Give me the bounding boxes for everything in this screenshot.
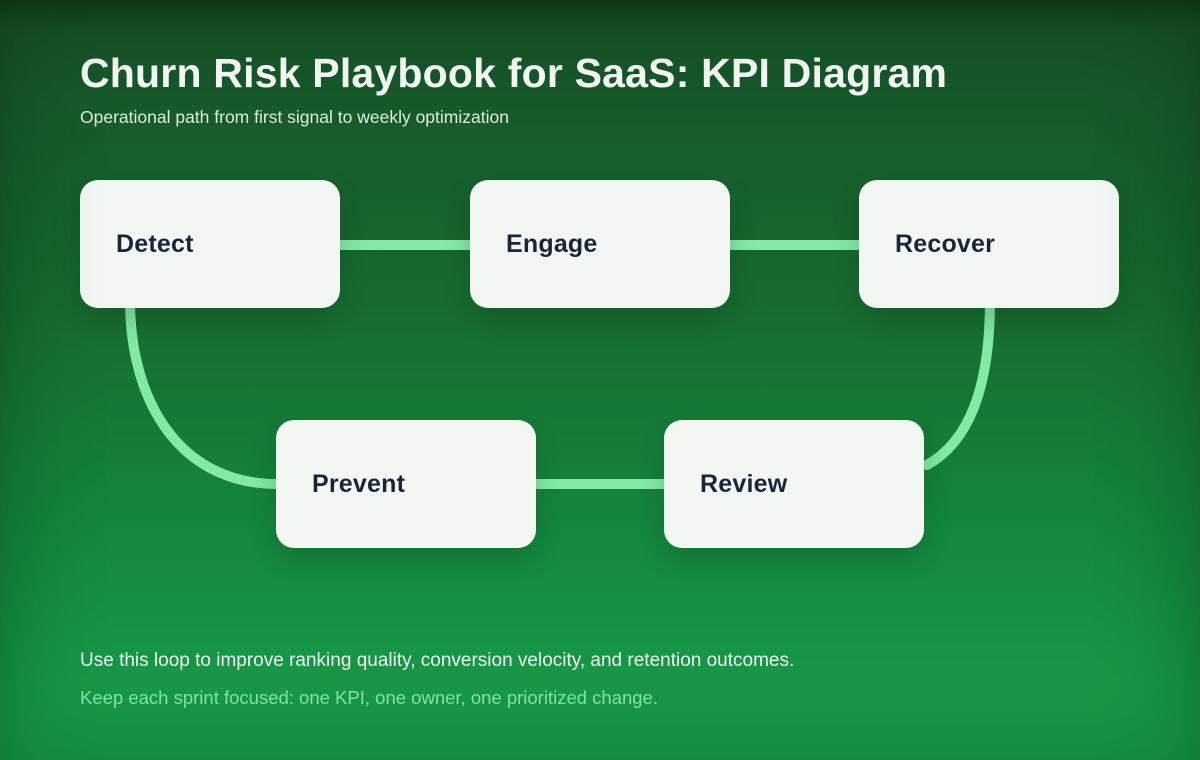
node-engage: Engage bbox=[470, 180, 730, 308]
page-title: Churn Risk Playbook for SaaS: KPI Diagra… bbox=[80, 50, 948, 96]
connector-detect-prevent-curve bbox=[125, 295, 282, 489]
node-recover: Recover bbox=[859, 180, 1119, 308]
node-detect: Detect bbox=[80, 180, 340, 308]
page-subtitle: Operational path from first signal to we… bbox=[80, 107, 509, 127]
footer-accent-text: Keep each sprint focused: one KPI, one o… bbox=[80, 687, 658, 708]
node-engage-label: Engage bbox=[506, 229, 598, 258]
node-detect-label: Detect bbox=[116, 229, 194, 258]
node-prevent: Prevent bbox=[276, 420, 536, 548]
node-review: Review bbox=[664, 420, 924, 548]
connector-recover-review-curve bbox=[922, 295, 995, 470]
node-prevent-label: Prevent bbox=[312, 469, 406, 498]
node-recover-label: Recover bbox=[895, 229, 996, 258]
node-review-label: Review bbox=[700, 469, 788, 498]
footer-primary-text: Use this loop to improve ranking quality… bbox=[80, 650, 795, 671]
